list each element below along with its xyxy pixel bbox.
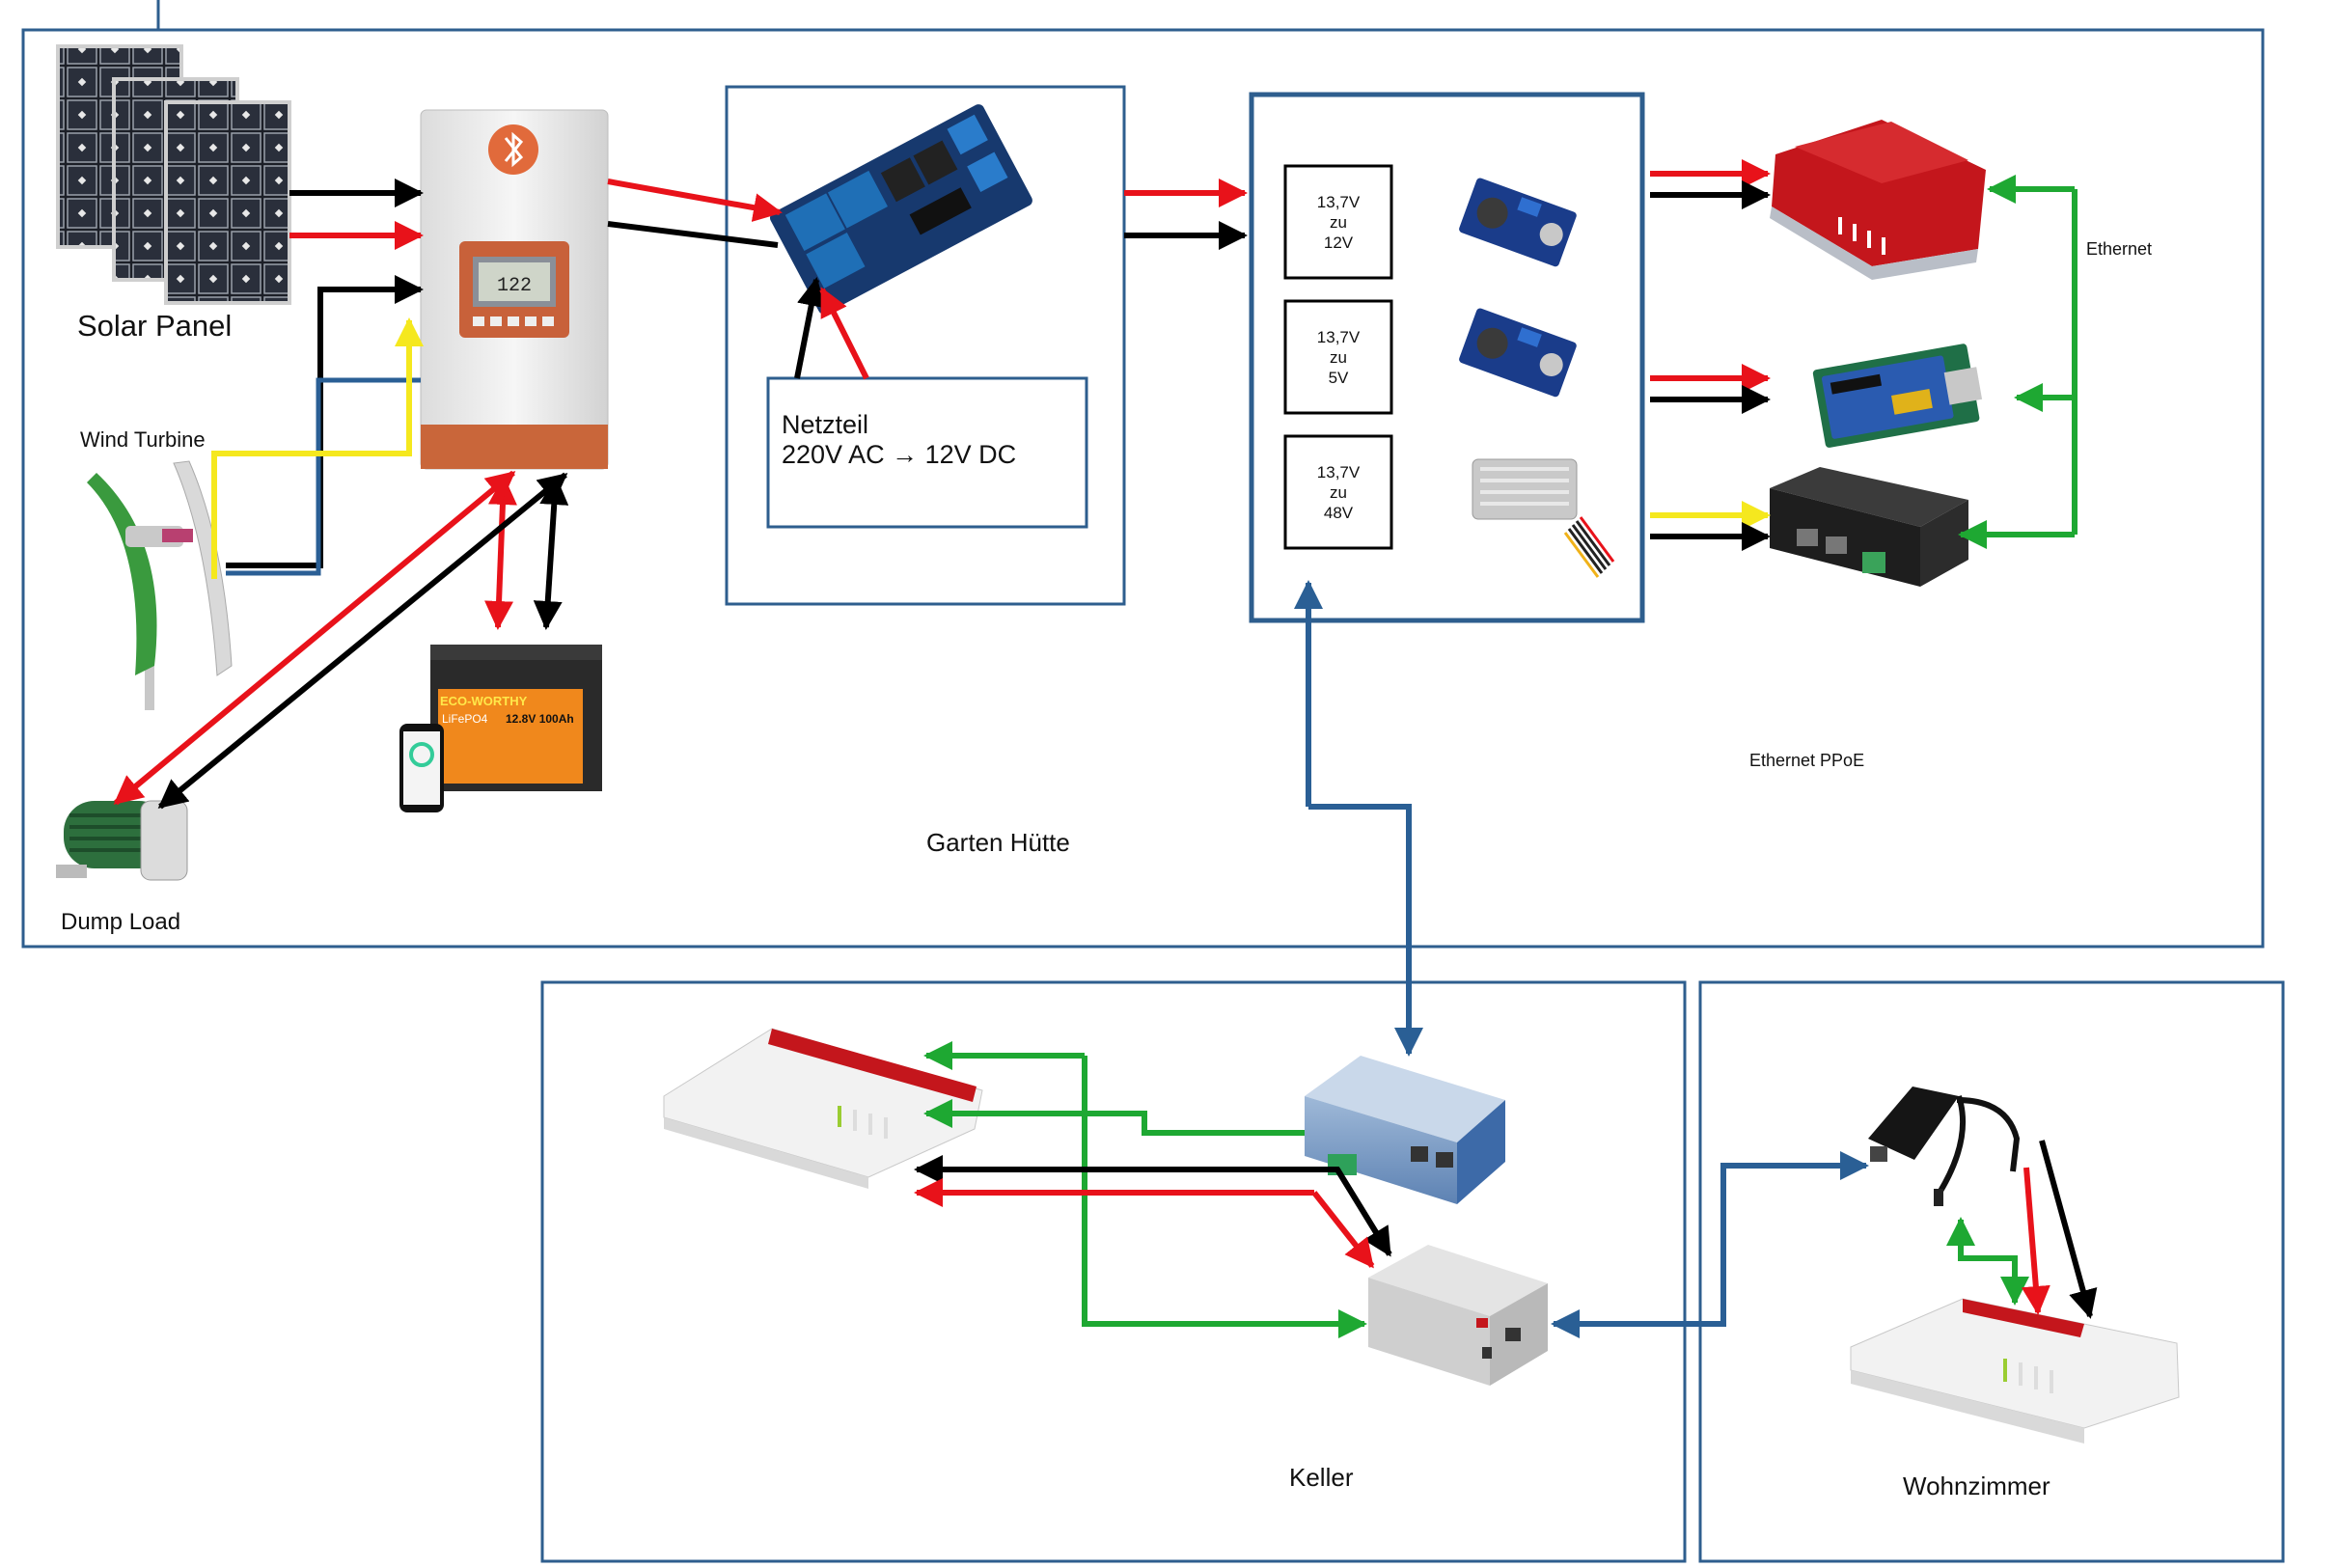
garten-zone-box bbox=[21, 28, 2265, 949]
converter-12v-zu: zu bbox=[1330, 213, 1347, 232]
wire-dump-negative bbox=[157, 472, 568, 810]
keller-power-negative-arrow bbox=[1335, 1168, 1392, 1257]
converter-48v-from: 13,7V bbox=[1317, 463, 1361, 481]
battery-spec-text: 12.8V 100Ah bbox=[506, 712, 574, 726]
converter-5v-zu: zu bbox=[1330, 348, 1347, 367]
fritzbox-router-wohnzimmer bbox=[1850, 1298, 2180, 1444]
wire-wind-black bbox=[226, 275, 424, 568]
charge-controller: 122 bbox=[420, 109, 609, 470]
wire-netzteil-positive bbox=[819, 287, 869, 380]
poe-link-garten-keller bbox=[1306, 583, 1409, 1054]
wohnzimmer-zone-label: Wohnzimmer bbox=[1903, 1472, 2050, 1500]
keller-ethernet-loop bbox=[1082, 1056, 1367, 1338]
solar-panel-label: Solar Panel bbox=[77, 309, 232, 343]
converter-48v-to: 48V bbox=[1324, 504, 1354, 522]
converter-5v-from: 13,7V bbox=[1317, 328, 1361, 346]
industrial-poe-switch bbox=[1770, 467, 1968, 587]
wire-netzteil-negative bbox=[794, 277, 826, 379]
keller-power-negative bbox=[914, 1155, 1392, 1256]
charger-lcd-text: 122 bbox=[497, 275, 532, 297]
ethernet-label: Ethernet bbox=[2086, 239, 2152, 259]
fritzbox-router-keller bbox=[663, 1028, 983, 1189]
poe-splitter-keller bbox=[1368, 1245, 1548, 1386]
relay-module-board bbox=[769, 104, 1032, 315]
converter-12v-to: 12V bbox=[1324, 234, 1354, 252]
wire-charger-relay-positive bbox=[607, 179, 783, 222]
dump-load-icon bbox=[56, 800, 188, 881]
wire-battery-positive bbox=[484, 476, 517, 630]
wohnzimmer-ethernet bbox=[1946, 1217, 2029, 1306]
wire-charger-relay-negative bbox=[607, 221, 779, 248]
dump-load-label: Dump Load bbox=[61, 909, 180, 935]
converter-5v: 13,7V zu 5V bbox=[1283, 299, 1393, 415]
buck-converter-board-1 bbox=[1459, 178, 1577, 267]
poe-switch-blue bbox=[1305, 1056, 1505, 1204]
wire-battery-negative bbox=[533, 476, 569, 630]
netzteil-box bbox=[766, 376, 1088, 529]
converter-5v-to: 5V bbox=[1329, 369, 1349, 387]
solar-panel-icon bbox=[56, 44, 291, 305]
wohnzimmer-power-positive bbox=[2021, 1167, 2050, 1315]
battery: ECO-WORTHY LiFePO4 12.8V 100Ah bbox=[399, 645, 602, 812]
battery-brand-text: ECO-WORTHY bbox=[440, 694, 528, 708]
converter-group-box bbox=[1249, 92, 1645, 623]
garten-zone-label: Garten Hütte bbox=[926, 828, 1070, 857]
wires bbox=[113, 159, 2098, 1338]
keller-zone-label: Keller bbox=[1289, 1463, 1354, 1492]
step-up-converter-48v bbox=[1472, 458, 1615, 578]
converter-12v: 13,7V zu 12V bbox=[1283, 164, 1393, 280]
wire-wind-yellow bbox=[211, 317, 424, 579]
converter-12v-from: 13,7V bbox=[1317, 193, 1361, 211]
wind-turbine-label: Wind Turbine bbox=[80, 427, 206, 452]
keller-ethernet-to-router bbox=[923, 1099, 1305, 1136]
raspberry-pi-hat-board bbox=[1812, 344, 1983, 448]
wohnzimmer-power-negative bbox=[2039, 1140, 2098, 1319]
converter-48v-zu: zu bbox=[1330, 483, 1347, 502]
netzteil-title: Netzteil bbox=[782, 410, 868, 439]
keller-power-positive-diag bbox=[1311, 1191, 1375, 1269]
poe-link-keller-wohnzimmer bbox=[1551, 1151, 1869, 1338]
buck-converter-board-2 bbox=[1459, 308, 1577, 398]
netzteil-spec: 220V AC → 12V DC bbox=[782, 440, 1016, 469]
relay-module-box bbox=[725, 85, 1126, 606]
ethernet-ppoe-label: Ethernet PPoE bbox=[1749, 751, 1864, 770]
fritzbox-router-top bbox=[1770, 120, 1986, 280]
wind-turbine-icon bbox=[87, 460, 233, 710]
converter-48v: 13,7V zu 48V bbox=[1283, 434, 1393, 550]
poe-splitter-cable bbox=[1868, 1087, 2021, 1206]
battery-type-text: LiFePO4 bbox=[442, 712, 488, 726]
